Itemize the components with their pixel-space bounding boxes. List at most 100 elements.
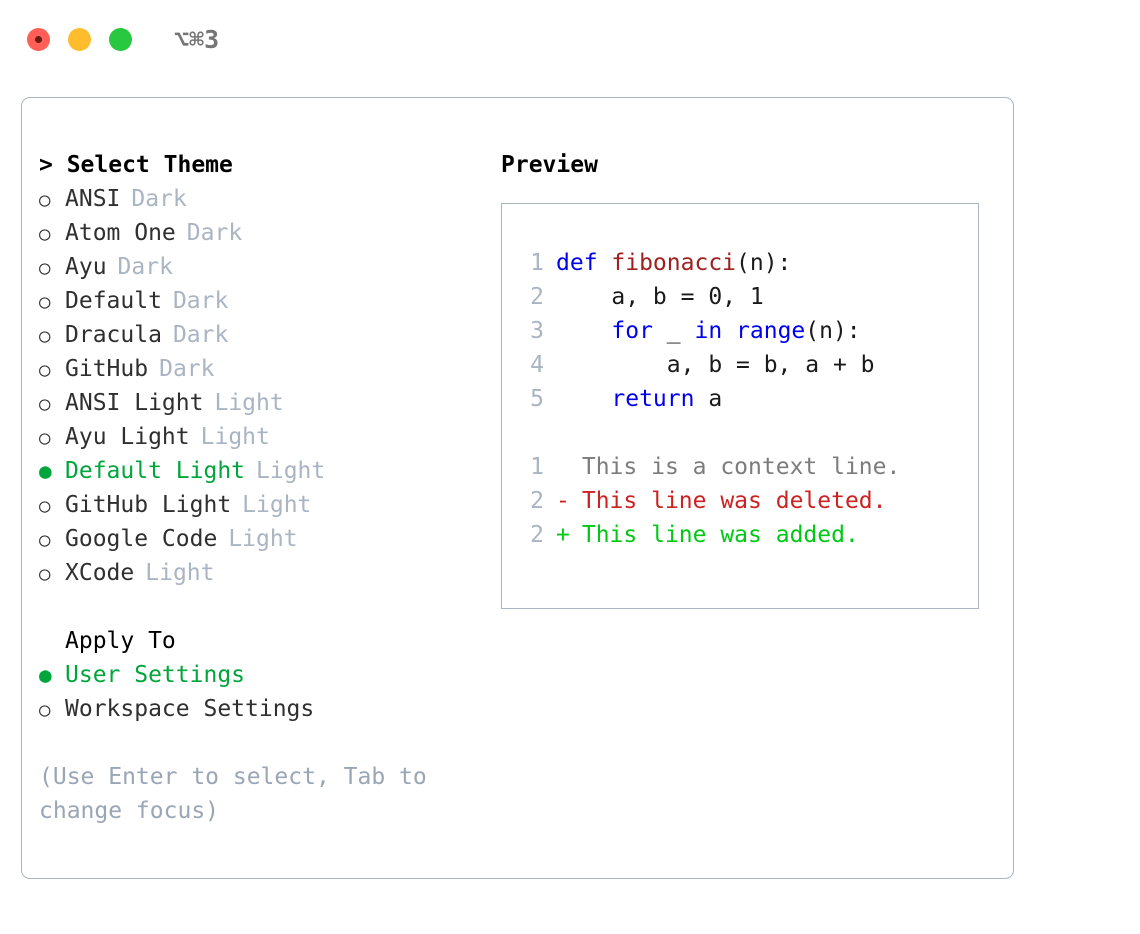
- radio-unselected-icon[interactable]: ○: [39, 529, 51, 551]
- code-line: 2 a, b = 0, 1: [520, 280, 978, 314]
- theme-list-item[interactable]: ○ GitHub Dark: [39, 352, 479, 386]
- apply-to-header: Apply To: [39, 624, 479, 658]
- diff-line: 2+This line was added.: [520, 518, 978, 552]
- diff-line-text: This is a context line.: [581, 454, 901, 480]
- theme-item-label: Google Code: [65, 526, 218, 552]
- diff-sample: 1 This is a context line. 2-This line was…: [520, 450, 978, 552]
- radio-unselected-icon[interactable]: ○: [39, 427, 51, 449]
- theme-item-badge: Dark: [172, 322, 229, 348]
- window-title: ⌥⌘3: [174, 24, 220, 54]
- theme-item-badge: Dark: [117, 254, 173, 280]
- keyboard-hint: (Use Enter to select, Tab to change focu…: [39, 764, 441, 824]
- diff-sign: [556, 450, 570, 484]
- theme-item-badge: Dark: [186, 220, 243, 246]
- code-token: for: [611, 318, 653, 344]
- theme-item-badge: Light: [256, 458, 326, 484]
- radio-unselected-icon[interactable]: ○: [39, 257, 51, 279]
- close-button[interactable]: [27, 27, 50, 51]
- minimize-button[interactable]: [68, 27, 91, 51]
- code-line-text: def fibonacci(n):: [556, 246, 791, 280]
- maximize-button[interactable]: [109, 27, 132, 51]
- radio-unselected-icon[interactable]: ○: [39, 325, 51, 347]
- code-token: a, b = 0, 1: [556, 284, 764, 310]
- theme-item-badge: Dark: [159, 356, 215, 382]
- radio-unselected-icon[interactable]: ○: [39, 359, 51, 381]
- theme-list-item[interactable]: ○ Default Dark: [39, 284, 479, 318]
- diff-line-text: This line was deleted.: [581, 488, 887, 514]
- theme-item-label: ANSI Light: [65, 390, 204, 416]
- code-line-text: return a: [556, 382, 722, 416]
- theme-item-label: Ayu Light: [65, 424, 190, 450]
- code-line-number: 3: [530, 318, 544, 344]
- code-line-text: a, b = b, a + b: [556, 348, 875, 382]
- code-line-text: for _ in range(n):: [556, 314, 861, 348]
- diff-line-number: 1: [530, 454, 544, 480]
- radio-unselected-icon[interactable]: ○: [39, 495, 51, 517]
- theme-list-item[interactable]: ○ ANSI Light Light: [39, 386, 479, 420]
- diff-line-text: This line was added.: [581, 522, 859, 548]
- window-controls: [27, 27, 132, 51]
- radio-unselected-icon[interactable]: ○: [39, 563, 51, 585]
- theme-list-item[interactable]: ○ Google Code Light: [39, 522, 479, 556]
- code-line: 5 return a: [520, 382, 978, 416]
- theme-item-label: ANSI: [65, 186, 121, 212]
- section-spacer: [39, 590, 479, 624]
- theme-item-badge: Dark: [172, 288, 229, 314]
- radio-selected-icon[interactable]: ●: [39, 663, 52, 687]
- code-token: [556, 318, 611, 344]
- code-token: [556, 386, 611, 412]
- code-token: def: [556, 250, 612, 276]
- diff-sign: -: [556, 488, 570, 514]
- window-titlebar: ⌥⌘3: [0, 0, 1140, 78]
- diff-line: 1 This is a context line.: [520, 450, 978, 484]
- code-line-text: a, b = 0, 1: [556, 280, 764, 314]
- apply-to-header-indent: [39, 624, 65, 658]
- radio-unselected-icon[interactable]: ○: [39, 223, 51, 245]
- code-line: 3 for _ in range(n):: [520, 314, 978, 348]
- code-line-number: 1: [530, 250, 544, 276]
- radio-unselected-icon[interactable]: ○: [39, 189, 51, 211]
- apply-to-list: ● User Settings ○ Workspace Settings: [39, 658, 479, 726]
- theme-item-badge: Light: [228, 526, 298, 552]
- theme-list-item[interactable]: ○ ANSI Dark: [39, 182, 479, 216]
- code-diff-spacer: [520, 416, 978, 450]
- code-token: a: [694, 386, 723, 412]
- code-line-number: 4: [530, 352, 544, 378]
- apply-to-item[interactable]: ● User Settings: [39, 658, 479, 692]
- theme-item-badge: Dark: [131, 186, 187, 212]
- code-token: return: [611, 386, 695, 412]
- code-token: in range: [694, 318, 806, 344]
- apply-to-item[interactable]: ○ Workspace Settings: [39, 692, 479, 726]
- radio-unselected-icon[interactable]: ○: [39, 393, 51, 415]
- apply-to-item-label: User Settings: [65, 662, 246, 688]
- diff-line-number: 2: [530, 488, 544, 514]
- code-token: (n):: [805, 318, 861, 344]
- apply-to-item-label: Workspace Settings: [65, 696, 315, 722]
- theme-item-label: GitHub Light: [65, 492, 232, 518]
- theme-item-label: Default: [65, 288, 162, 314]
- radio-unselected-icon[interactable]: ○: [39, 291, 51, 313]
- diff-sign: +: [556, 522, 570, 548]
- theme-item-badge: Light: [145, 560, 215, 586]
- radio-unselected-icon[interactable]: ○: [39, 699, 51, 721]
- code-token: fibonacci: [611, 250, 737, 276]
- code-token: a, b = b, a + b: [556, 352, 875, 378]
- code-line-number: 2: [530, 284, 544, 310]
- code-token: (n):: [736, 250, 792, 276]
- radio-selected-icon[interactable]: ●: [39, 459, 52, 483]
- theme-item-badge: Light: [214, 390, 284, 416]
- theme-item-label: GitHub: [65, 356, 149, 382]
- select-theme-header: > Select Theme: [39, 152, 233, 178]
